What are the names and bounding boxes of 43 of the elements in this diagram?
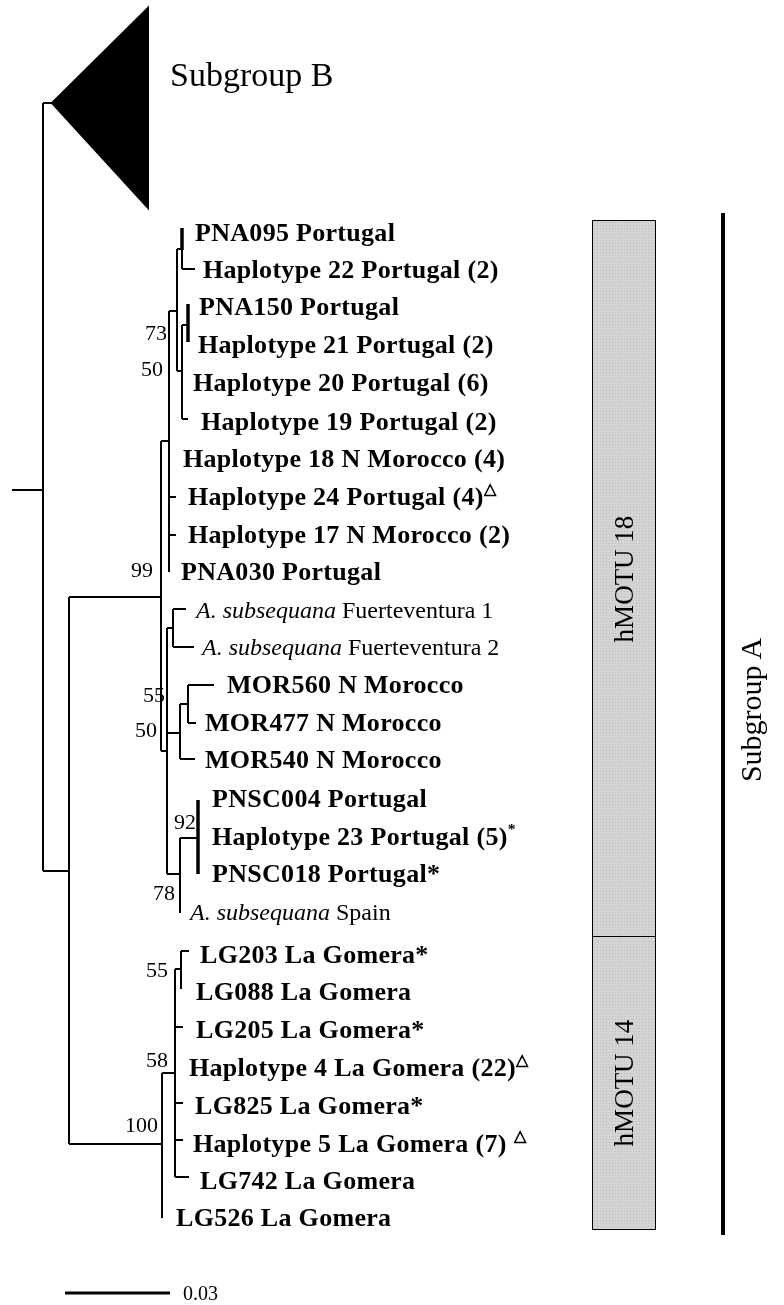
haplotype-group-bar — [592, 937, 656, 1230]
bootstrap-value: 55 — [146, 957, 168, 983]
taxon-label: A. subsequana Spain — [190, 898, 391, 926]
haplotype-group-bar — [592, 220, 656, 937]
taxon-label: Haplotype 4 La Gomera (22)$^{△}$ — [189, 1053, 529, 1083]
bootstrap-value: 50 — [141, 356, 163, 382]
taxon-label: LG526 La Gomera — [176, 1203, 392, 1233]
taxon-label: PNSC004 Portugal — [212, 784, 427, 814]
taxon-label: PNA095 Portugal — [195, 218, 396, 248]
taxon-label: MOR560 N Morocco — [227, 670, 464, 700]
bootstrap-value: 73 — [145, 320, 167, 346]
clade-label: Subgroup A — [733, 637, 767, 783]
taxon-label: A. subsequana Fuerteventura 2 — [202, 633, 500, 661]
taxon-label: Haplotype 17 N Morocco (2) — [188, 520, 511, 550]
taxon-label: Haplotype 20 Portugal (6) — [193, 368, 489, 398]
group-label: hMOTU 18 — [610, 515, 638, 642]
bootstrap-value: 100 — [125, 1112, 158, 1138]
taxon-label: Haplotype 5 La Gomera (7) $^{△}$ — [193, 1129, 526, 1159]
taxon-label: A. subsequana Fuerteventura 1 — [196, 596, 494, 624]
taxon-label: MOR477 N Morocco — [205, 708, 442, 738]
taxon-label: Haplotype 18 N Morocco (4) — [183, 444, 506, 474]
bootstrap-value: 78 — [153, 880, 175, 906]
taxon-label: LG825 La Gomera* — [195, 1091, 424, 1121]
taxon-label: PNA030 Portugal — [181, 557, 382, 587]
bootstrap-value: 92 — [174, 809, 196, 835]
taxon-label: LG203 La Gomera* — [200, 940, 429, 970]
bootstrap-value: 58 — [146, 1047, 168, 1073]
bootstrap-value: 50 — [135, 717, 157, 743]
taxon-label: MOR540 N Morocco — [205, 745, 442, 775]
taxon-label: Haplotype 21 Portugal (2) — [198, 330, 494, 360]
bootstrap-value: 99 — [131, 557, 153, 583]
taxon-label: Haplotype 24 Portugal (4)$^{△}$ — [188, 482, 496, 512]
taxon-label: PNA150 Portugal — [199, 292, 400, 322]
taxon-label: Haplotype 23 Portugal (5)$^{*}$ — [212, 822, 516, 852]
taxon-label: Haplotype 22 Portugal (2) — [203, 255, 499, 285]
taxon-label: LG205 La Gomera* — [196, 1015, 425, 1045]
taxon-label: LG742 La Gomera — [200, 1166, 416, 1196]
taxon-label: PNSC018 Portugal* — [212, 859, 441, 889]
clade-label: Subgroup B — [170, 56, 334, 94]
taxon-label: LG088 La Gomera — [196, 977, 412, 1007]
scale-label: 0.03 — [183, 1282, 218, 1304]
taxon-label: Haplotype 19 Portugal (2) — [201, 407, 497, 437]
group-label: hMOTU 14 — [610, 1019, 638, 1147]
